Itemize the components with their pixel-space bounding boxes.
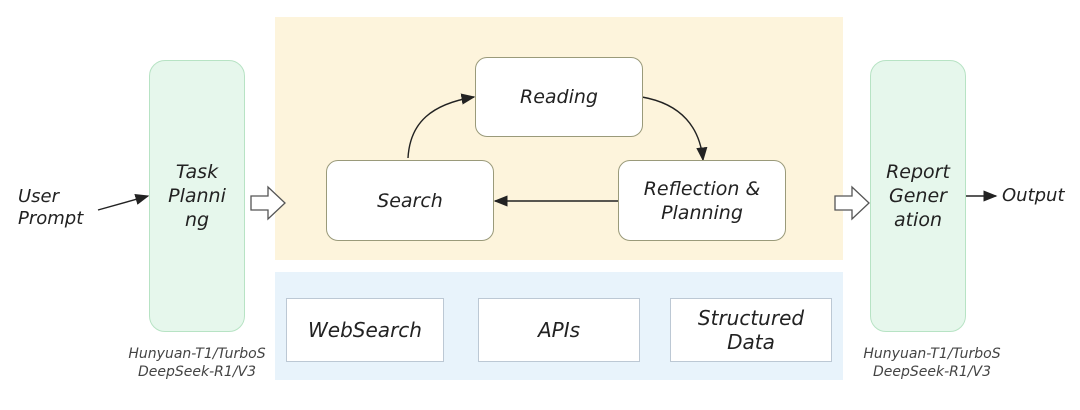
apis-label: APIs bbox=[537, 318, 581, 342]
user-prompt-line1: User bbox=[18, 186, 60, 207]
arrow-search-to-reading bbox=[407, 93, 476, 159]
report-generation-block: Report Gener ation bbox=[870, 60, 966, 332]
user-prompt-line2: Prompt bbox=[18, 208, 84, 229]
report-generation-line2: Gener bbox=[889, 185, 947, 207]
websearch-label: WebSearch bbox=[308, 318, 422, 342]
structured-line1: Structured bbox=[697, 306, 805, 330]
models-right-label: Hunyuan-T1/TurboS DeepSeek-R1/V3 bbox=[847, 345, 1017, 381]
reading-label: Reading bbox=[520, 86, 598, 108]
models-right-line2: DeepSeek-R1/V3 bbox=[872, 364, 991, 380]
task-planning-line3: ng bbox=[184, 209, 210, 231]
apis-source: APIs bbox=[478, 298, 640, 362]
structured-data-source: Structured Data bbox=[670, 298, 832, 362]
arrow-reading-to-reflection bbox=[641, 96, 708, 162]
arrow-input-to-planning bbox=[97, 194, 150, 211]
report-generation-line3: ation bbox=[893, 209, 943, 231]
task-planning-block: Task Planni ng bbox=[149, 60, 245, 332]
report-generation-line1: Report bbox=[886, 161, 950, 183]
models-left-label: Hunyuan-T1/TurboS DeepSeek-R1/V3 bbox=[112, 345, 282, 381]
block-arrow-into-report bbox=[834, 185, 870, 221]
models-right-line1: Hunyuan-T1/TurboS bbox=[863, 346, 1001, 362]
structured-line2: Data bbox=[727, 330, 775, 354]
models-left-line2: DeepSeek-R1/V3 bbox=[137, 364, 256, 380]
reflection-planning-node: Reflection & Planning bbox=[618, 160, 786, 241]
websearch-source: WebSearch bbox=[286, 298, 444, 362]
models-left-line1: Hunyuan-T1/TurboS bbox=[128, 346, 266, 362]
output-label: Output bbox=[1002, 185, 1065, 206]
task-planning-line2: Planni bbox=[168, 185, 226, 207]
search-label: Search bbox=[377, 189, 443, 212]
user-prompt-label: User Prompt bbox=[18, 186, 83, 230]
block-arrow-into-loop bbox=[250, 185, 286, 221]
search-node: Search bbox=[326, 160, 494, 241]
reflection-line2: Planning bbox=[661, 201, 743, 224]
reading-node: Reading bbox=[475, 57, 643, 137]
reflection-line1: Reflection & bbox=[643, 177, 761, 200]
task-planning-line1: Task bbox=[175, 161, 219, 183]
